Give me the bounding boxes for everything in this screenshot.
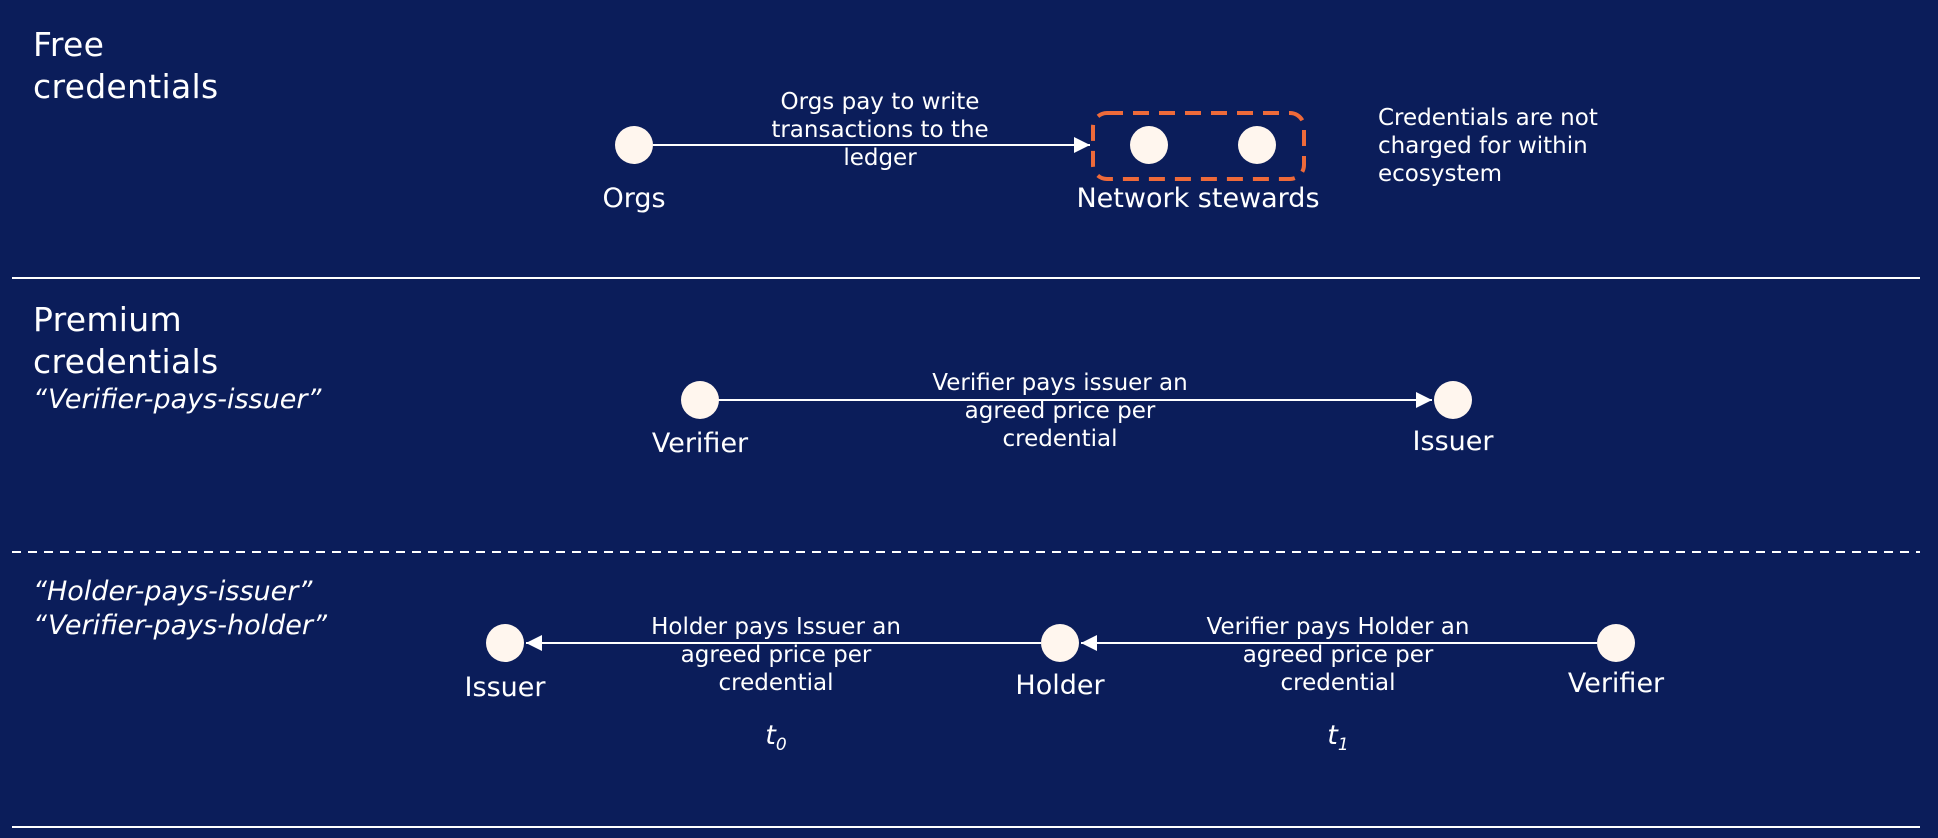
node-holder [1041,624,1079,662]
stewards-group-border [1091,111,1306,181]
holder-edge2-label-line3: credential [1280,670,1396,696]
holder-model-line1: “Holder-pays-issuer” [33,576,313,607]
holder-edge1-label-line3: credential [718,670,834,696]
time-label-t0: t0 [765,720,786,755]
holder-edge1-label: Holder pays Issuer an agreed price per c… [651,613,901,697]
premium-model-label: “Verifier-pays-issuer” [33,384,322,415]
label-premium-verifier: Verifier [651,428,749,459]
label-premium-issuer: Issuer [1412,426,1494,457]
label-network-stewards: Network stewards [1076,183,1320,214]
label-orgs: Orgs [602,183,666,214]
time-label-t1-base: t [1327,720,1338,751]
free-heading-line2: credentials [33,67,219,106]
holder-edge2-label: Verifier pays Holder an agreed price per… [1207,613,1470,697]
node-orgs [615,126,653,164]
holder-edge2-label-line2: agreed price per [1242,642,1434,668]
free-heading: Free credentials [33,24,218,108]
free-note-line3: ecosystem [1378,161,1503,187]
time-label-t1-sub: 1 [1337,735,1349,755]
free-heading-line1: Free [33,25,105,64]
holder-model-labels: “Holder-pays-issuer” “Verifier-pays-hold… [33,575,327,643]
premium-edge-label-line2: agreed price per [964,398,1156,424]
node-holder-row-verifier [1597,624,1635,662]
label-holder: Holder [1015,670,1105,701]
free-edge-label-line3: ledger [843,145,917,171]
premium-heading-line1: Premium [33,300,182,339]
free-edge-label-line2: transactions to the [771,117,989,143]
label-holder-row-verifier: Verifier [1567,668,1665,699]
time-label-t1: t1 [1327,720,1348,755]
free-note-line1: Credentials are not [1378,105,1598,131]
node-steward-2 [1238,126,1276,164]
free-edge-label: Orgs pay to write transactions to the le… [771,88,988,172]
premium-edge-label-line1: Verifier pays issuer an [932,370,1188,396]
premium-heading: Premium credentials [33,299,218,383]
time-label-t0-sub: 0 [775,735,787,755]
node-steward-1 [1130,126,1168,164]
holder-edge1-label-line1: Holder pays Issuer an [651,614,901,640]
free-note: Credentials are not charged for within e… [1378,104,1598,188]
node-holder-row-issuer [486,624,524,662]
label-holder-row-issuer: Issuer [464,672,546,703]
holder-model-line2: “Verifier-pays-holder” [33,610,327,641]
premium-edge-label: Verifier pays issuer an agreed price per… [932,369,1187,453]
holder-edge1-label-line2: agreed price per [680,642,872,668]
free-edge-label-line1: Orgs pay to write [780,89,980,115]
node-premium-verifier [681,381,719,419]
free-note-line2: charged for within [1378,133,1588,159]
premium-heading-line2: credentials [33,342,219,381]
node-premium-issuer [1434,381,1472,419]
premium-edge-label-line3: credential [1002,426,1118,452]
holder-edge2-label-line1: Verifier pays Holder an [1206,614,1470,640]
time-label-t0-base: t [765,720,776,751]
